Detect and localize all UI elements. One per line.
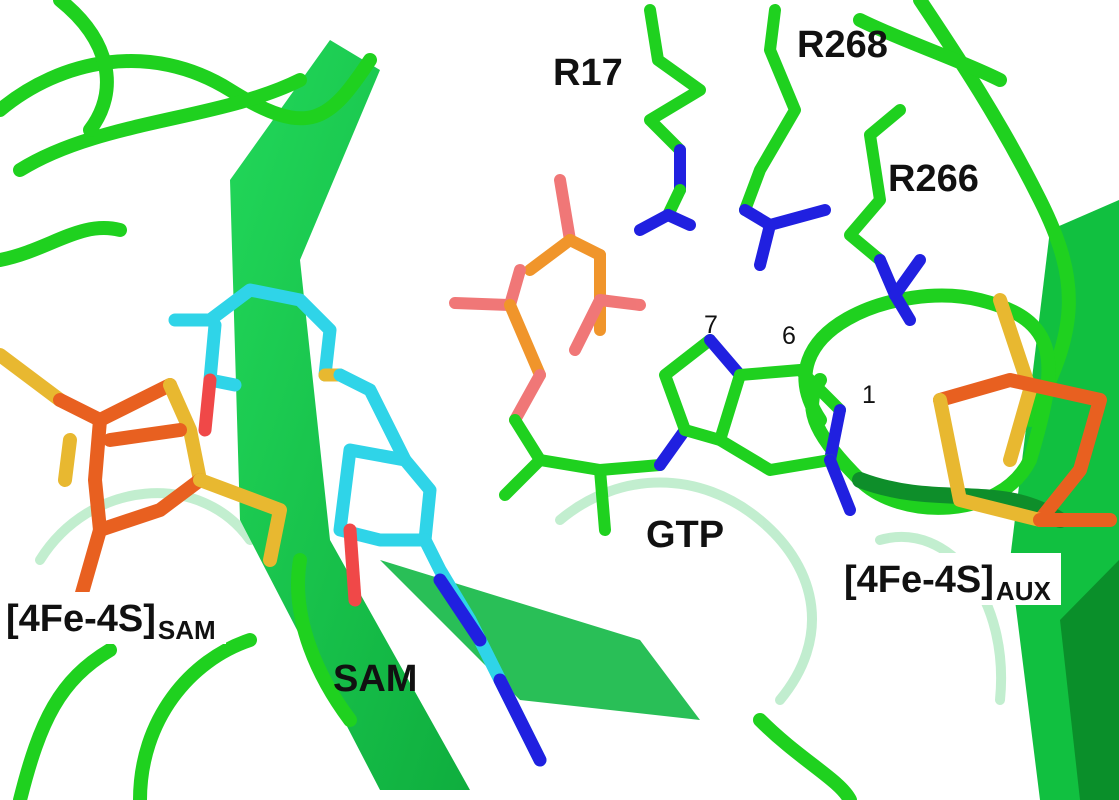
cluster-label-sam-main: [4Fe-4S] — [6, 598, 156, 640]
cluster-label-aux-main: [4Fe-4S] — [844, 559, 994, 601]
cluster-label-sam: [4Fe-4S]SAM — [0, 592, 226, 644]
ligand-label-sam: SAM — [333, 658, 418, 700]
residue-label-r266: R266 — [888, 158, 979, 200]
atom-label-7: 7 — [704, 311, 718, 339]
atom-label-6: 6 — [782, 322, 796, 350]
ligand-label-gtp: GTP — [646, 514, 725, 556]
atom-label-1: 1 — [862, 381, 876, 409]
cluster-sam-sticks — [0, 348, 287, 607]
protein-cartoon — [0, 0, 1076, 800]
cluster-aux-sticks — [933, 293, 1117, 527]
cluster-label-aux: [4Fe-4S]AUX — [838, 553, 1061, 605]
cluster-label-sam-subscript: SAM — [157, 615, 216, 645]
sam-sticks — [168, 283, 547, 767]
gtp-sticks — [499, 334, 856, 536]
residue-label-r268: R268 — [797, 24, 888, 66]
triphosphate-sticks — [449, 174, 646, 426]
arginine-sticks — [634, 4, 926, 326]
cluster-label-aux-subscript: AUX — [995, 576, 1051, 606]
residue-label-r17: R17 — [553, 52, 623, 94]
